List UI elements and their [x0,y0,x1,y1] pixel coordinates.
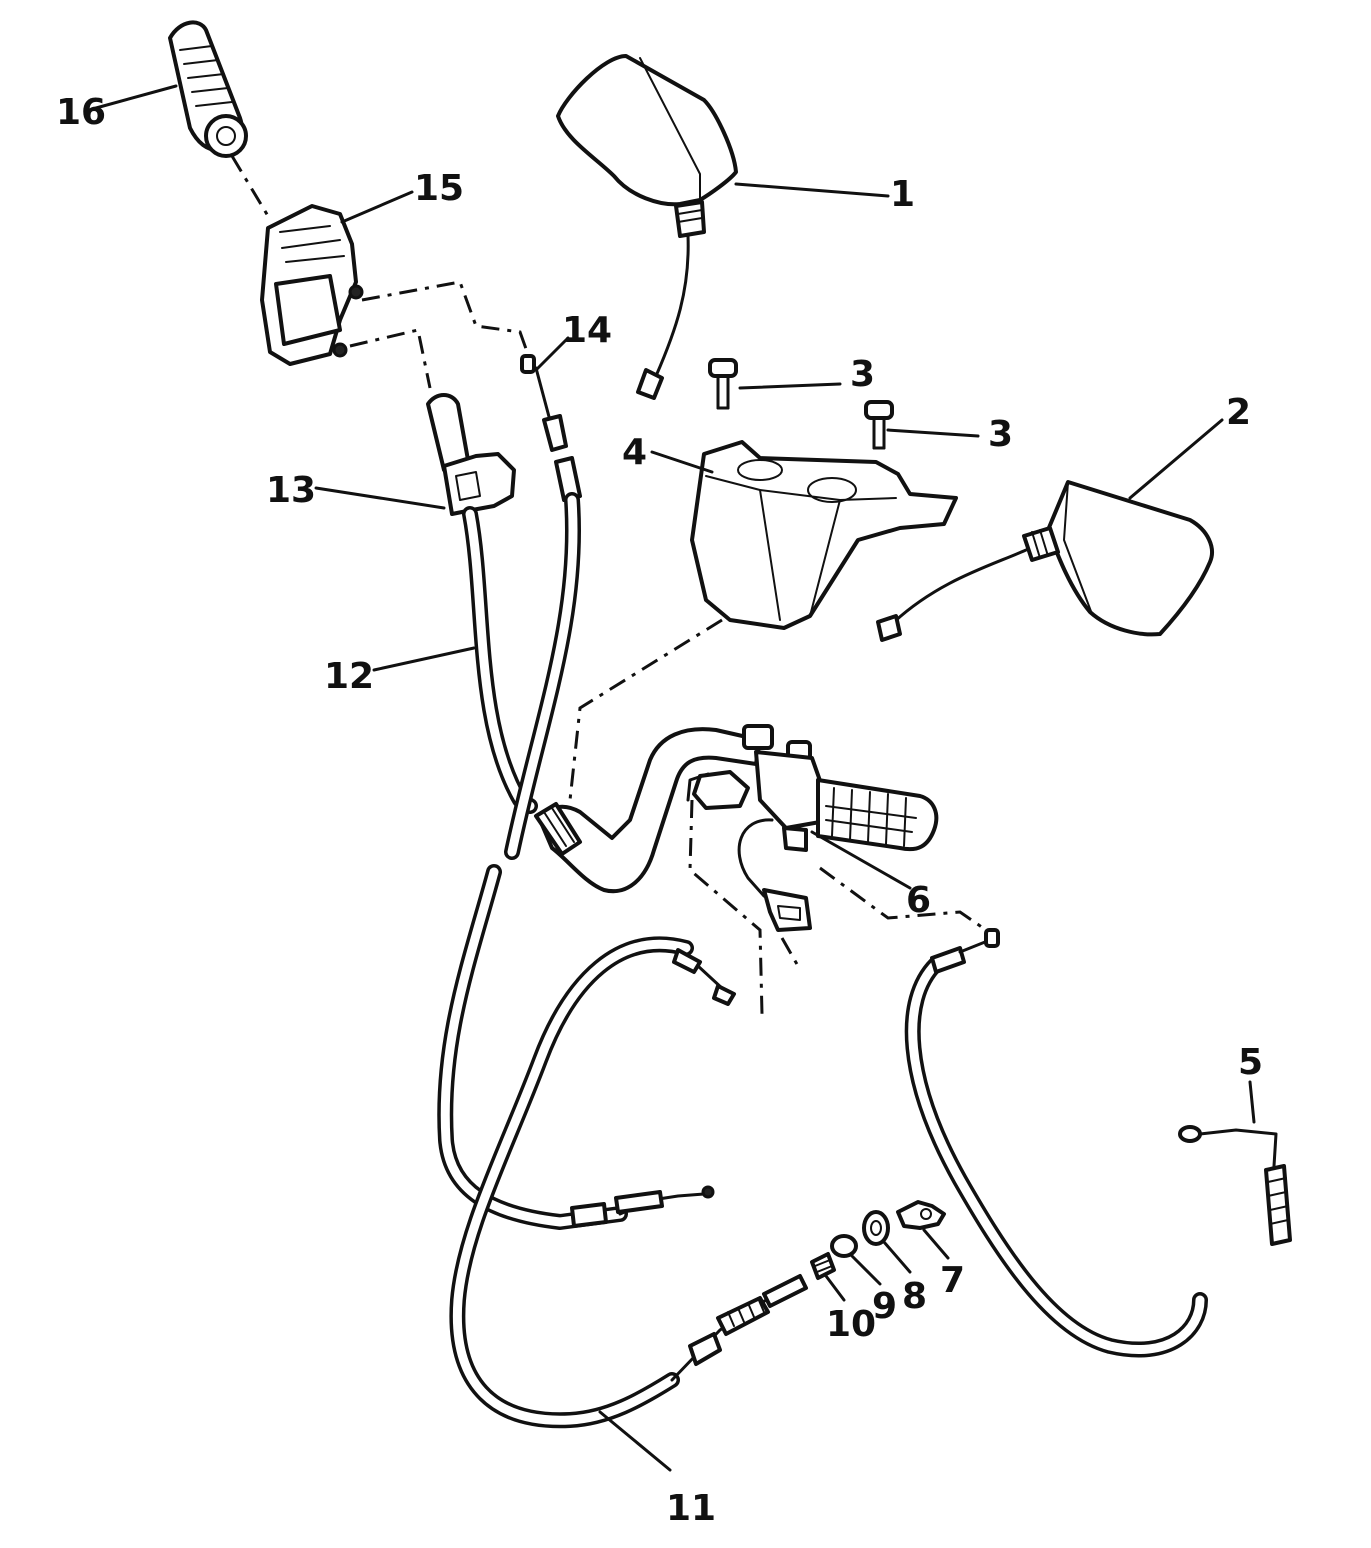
callout-2: 2 [1226,392,1251,433]
callout-1: 1 [890,174,915,215]
callout-6: 6 [906,880,931,921]
fitting-7-part [896,1200,946,1230]
callout-14: 14 [562,310,612,351]
callout-15: 15 [414,168,464,209]
callout-13: 13 [266,470,316,511]
right-switch-part [686,724,939,932]
throttle-housing-part [260,204,364,366]
callout-4: 4 [622,432,647,473]
cable-end-part [520,354,582,502]
callout-3b: 3 [988,414,1013,455]
fitting-9-part [830,1234,858,1258]
handlebar-part [534,727,762,894]
bolt-b-part [864,400,894,450]
mirror-right-part [876,480,1214,642]
callout-12: 12 [324,656,374,697]
bolt-a-part [708,358,738,410]
callout-7: 7 [940,1260,965,1301]
leader-lines [94,84,1256,1472]
callout-16: 16 [56,92,106,133]
cables-part [437,492,1292,1429]
callout-11: 11 [666,1488,716,1529]
callout-9: 9 [872,1286,897,1327]
throttle-tube-part [426,393,516,516]
callout-3a: 3 [850,354,875,395]
fitting-10-part [810,1252,836,1280]
mirror-left-part [556,54,738,400]
handlebar-cover-part [690,440,958,630]
callout-8: 8 [902,1276,927,1317]
callout-5: 5 [1238,1042,1263,1083]
fitting-8-part [862,1210,890,1246]
callout-10: 10 [826,1304,876,1345]
left-grip-part [168,20,248,158]
